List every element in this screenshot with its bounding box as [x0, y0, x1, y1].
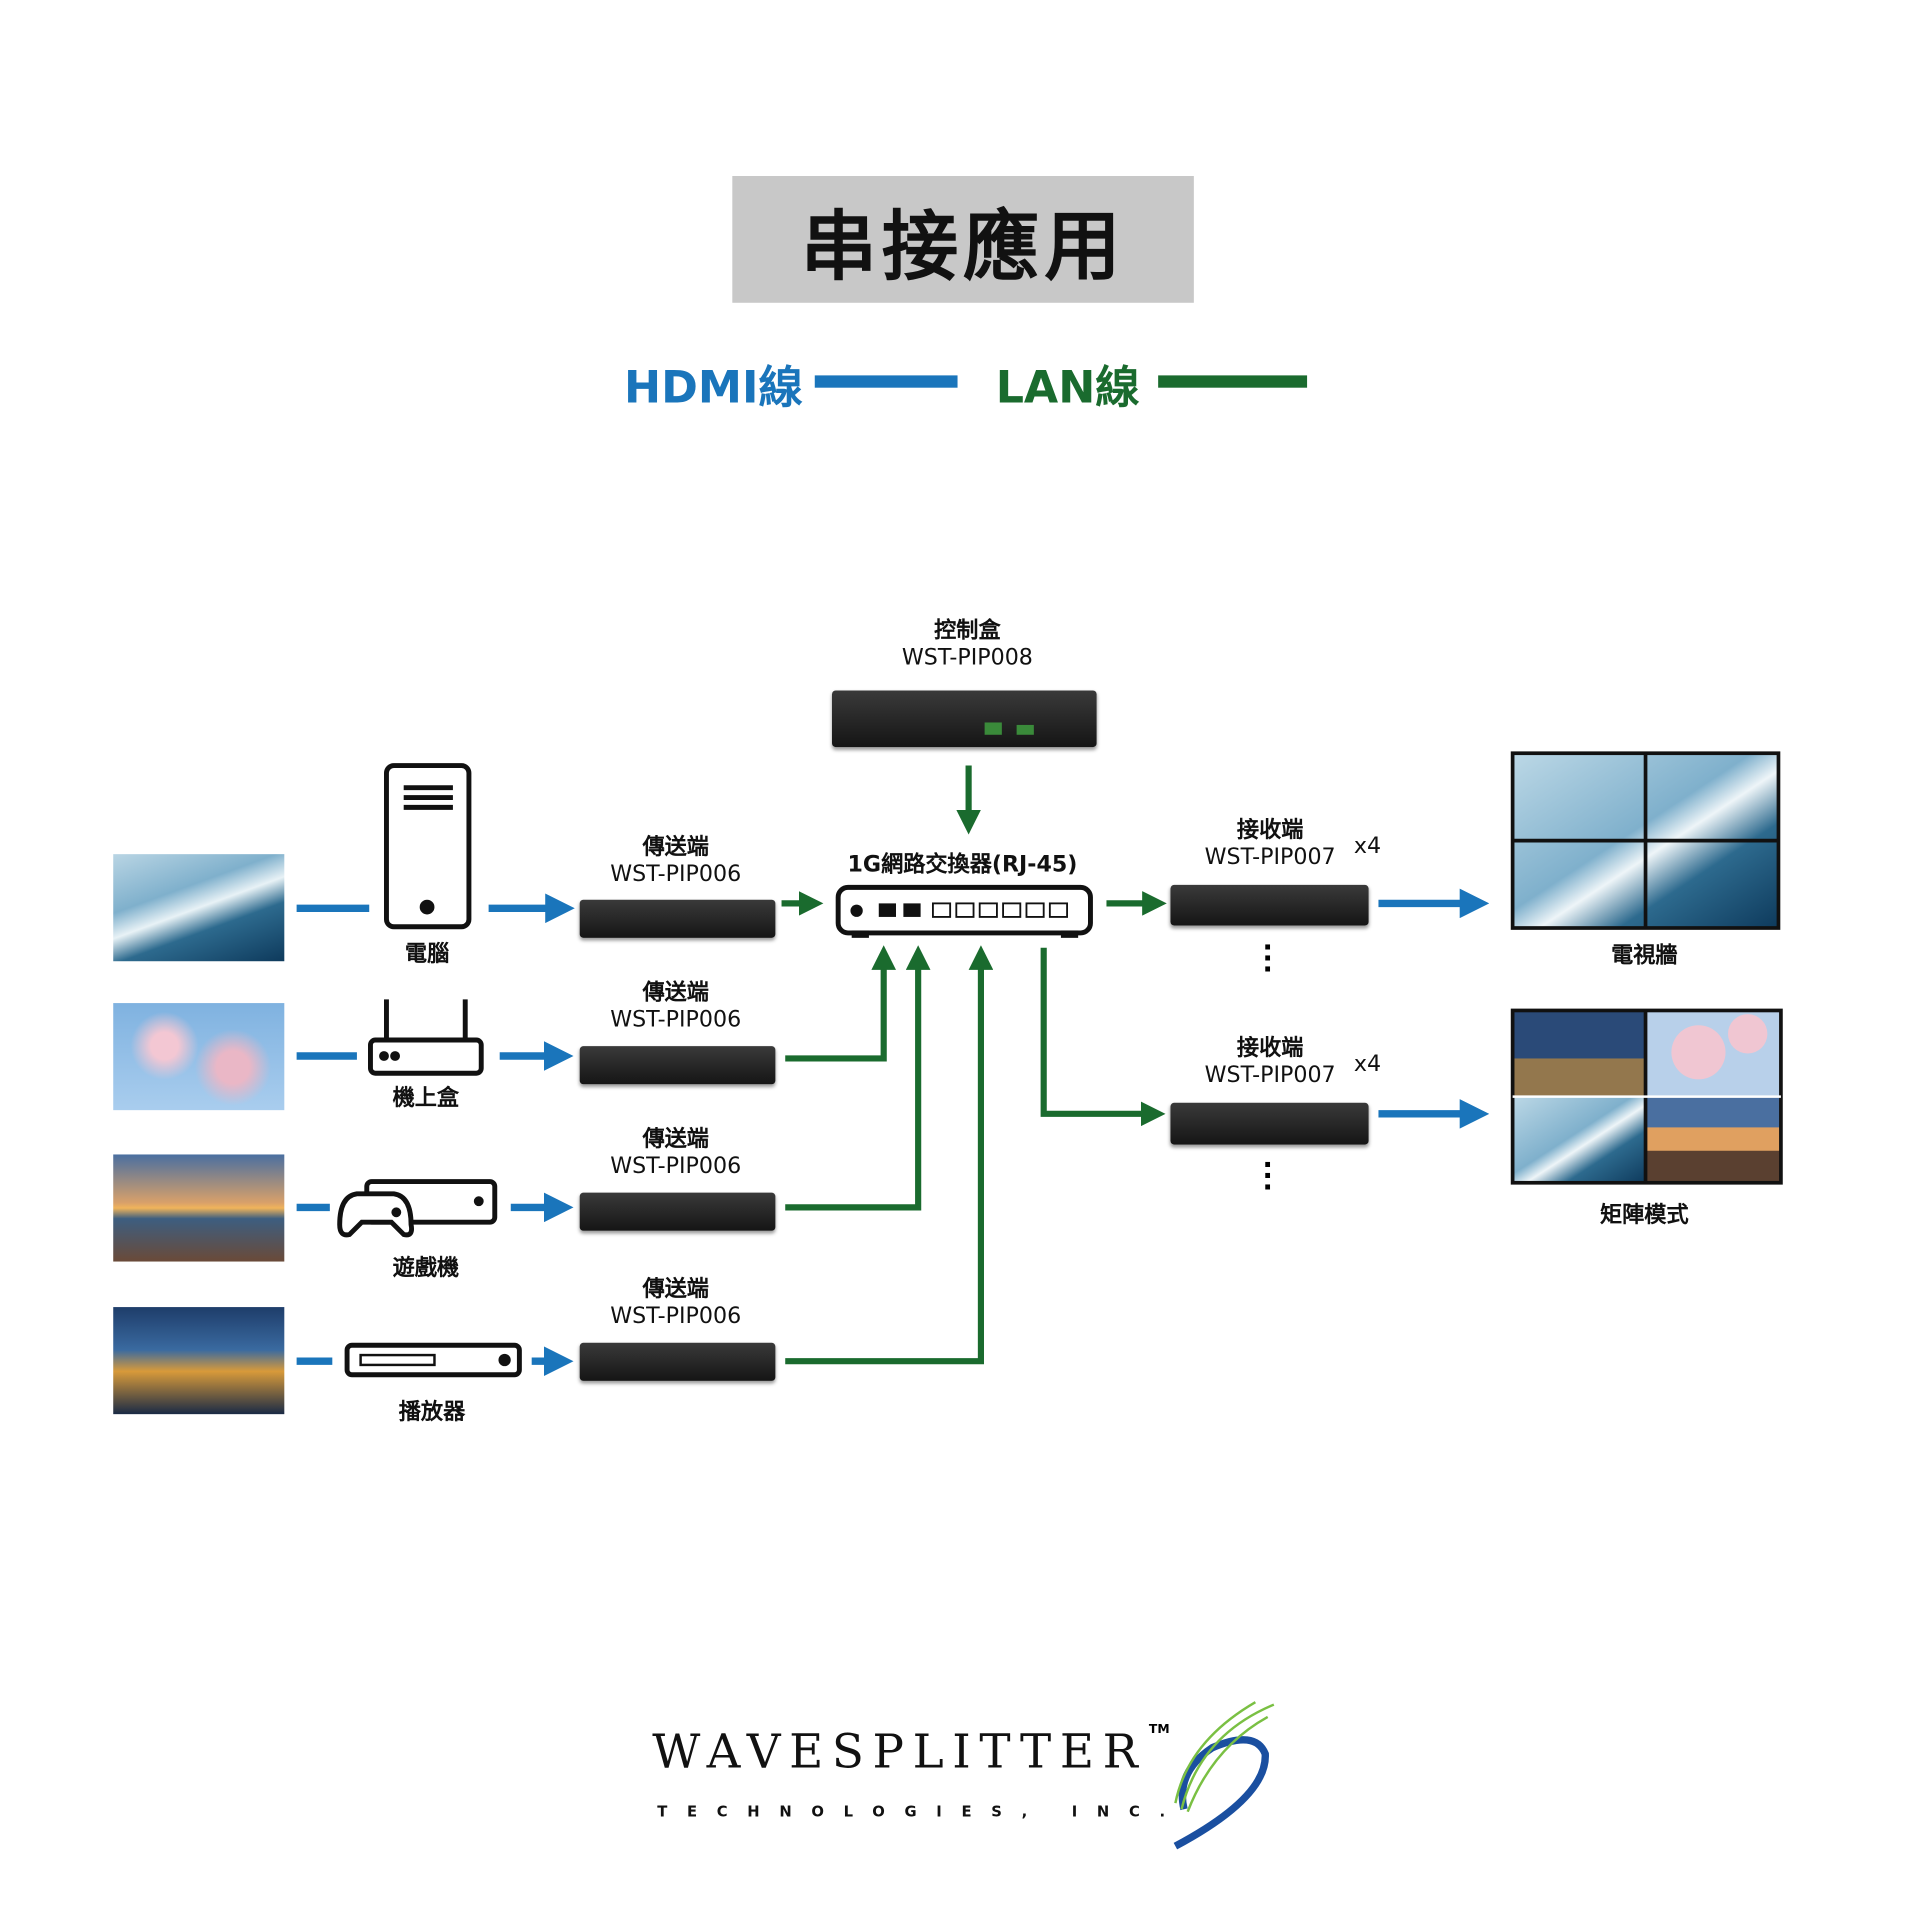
transmitter-device-1: [579, 899, 776, 938]
cherry-blossom-photo: [113, 1003, 285, 1111]
source-label-console: 遊戲機: [392, 1255, 460, 1282]
legend-lan-label: LAN線: [995, 363, 1140, 414]
transmitter-role: 傳送端: [642, 1276, 709, 1303]
transmitter-role: 傳送端: [642, 979, 709, 1006]
wave-photo: [113, 854, 285, 962]
legend-hdmi-line: [814, 375, 958, 388]
logo-wordmark: WAVESPLITTER: [652, 1724, 1147, 1779]
transmitter-device-4: [579, 1342, 776, 1381]
receiver-count-1: x4: [1353, 833, 1382, 860]
transmitter-model: WST-PIP006: [610, 1006, 742, 1033]
network-switch-icon: [835, 884, 1093, 938]
lan-lines: [781, 765, 1167, 1365]
game-console-icon: [337, 1179, 498, 1238]
hdmi-lines: [296, 888, 1490, 1377]
logo-tm: TM: [1148, 1723, 1170, 1737]
source-label-pc: 電腦: [404, 941, 450, 968]
receiver-role: 接收端: [1236, 1035, 1304, 1061]
logo: WAVESPLITTER TM: [652, 1723, 1169, 1780]
pier-photo: [113, 1154, 285, 1262]
receiver-device-1: [1170, 884, 1369, 926]
transmitter-device-3: [579, 1192, 776, 1231]
source-label-player: 播放器: [398, 1399, 466, 1426]
receiver-device-2: [1170, 1102, 1369, 1145]
receiver-model: WST-PIP007: [1204, 844, 1336, 871]
router-icon: [368, 999, 484, 1076]
logo-swoosh-icon: [1173, 1701, 1275, 1850]
controller-device: [832, 690, 1097, 748]
transmitter-role: 傳送端: [642, 834, 709, 861]
switch-label: 1G網路交換器(RJ-45): [847, 851, 1078, 878]
receiver-model: WST-PIP007: [1204, 1062, 1336, 1089]
transmitter-model: WST-PIP006: [610, 861, 742, 888]
controller-role: 控制盒: [934, 617, 1001, 644]
more-receivers-dots-2: ···: [1262, 1150, 1273, 1204]
media-player-icon: [344, 1342, 522, 1378]
output-label-video-wall: 電視牆: [1611, 942, 1678, 969]
pc-tower-icon: [384, 763, 472, 930]
transmitter-model: WST-PIP006: [610, 1153, 742, 1180]
bridge-photo: [113, 1307, 285, 1415]
transmitter-role: 傳送端: [642, 1126, 709, 1153]
receiver-role: 接收端: [1236, 817, 1304, 844]
more-receivers-dots-1: ···: [1262, 932, 1273, 986]
legend-hdmi-label: HDMI線: [624, 363, 803, 414]
transmitter-device-2: [579, 1046, 776, 1085]
source-label-settop: 機上盒: [392, 1085, 460, 1112]
transmitter-model: WST-PIP006: [610, 1303, 742, 1330]
legend-lan-line: [1158, 375, 1308, 388]
logo-subtitle: TECHNOLOGIES, INC.: [657, 1803, 1185, 1821]
video-wall-display: [1510, 751, 1781, 930]
page-title: 串接應用: [732, 176, 1194, 303]
controller-model: WST-PIP008: [901, 644, 1033, 671]
matrix-mode-display: [1510, 1008, 1783, 1185]
output-label-matrix: 矩陣模式: [1600, 1202, 1689, 1229]
receiver-count-2: x4: [1353, 1051, 1382, 1077]
